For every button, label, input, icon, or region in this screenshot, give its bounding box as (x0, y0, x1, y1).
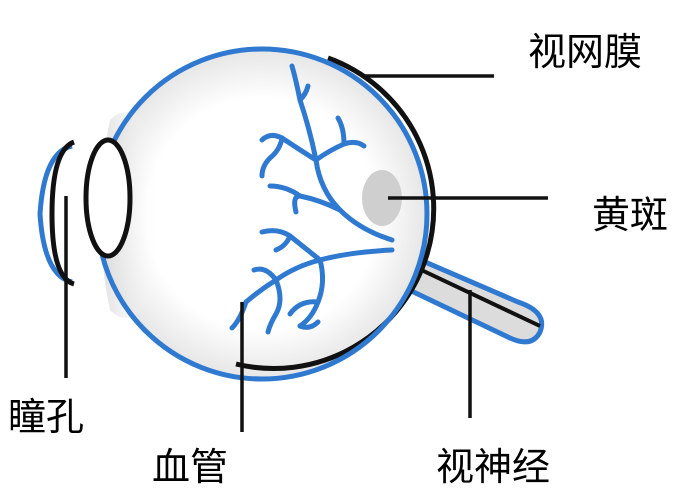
blood-vessels (229, 63, 395, 335)
leader-lines (64, 74, 548, 432)
macula-spot (362, 170, 402, 226)
retina-label: 视网膜 (528, 30, 643, 74)
lens (83, 137, 133, 259)
cornea-outline (37, 143, 73, 285)
macula-label: 黄斑 (592, 193, 669, 237)
optic-nerve-label: 视神经 (436, 445, 551, 489)
iris-curve (49, 139, 76, 287)
blood-vessel-label: 血管 (152, 445, 229, 489)
pupil-label: 瞳孔 (8, 395, 85, 439)
retina-arc (235, 55, 437, 371)
